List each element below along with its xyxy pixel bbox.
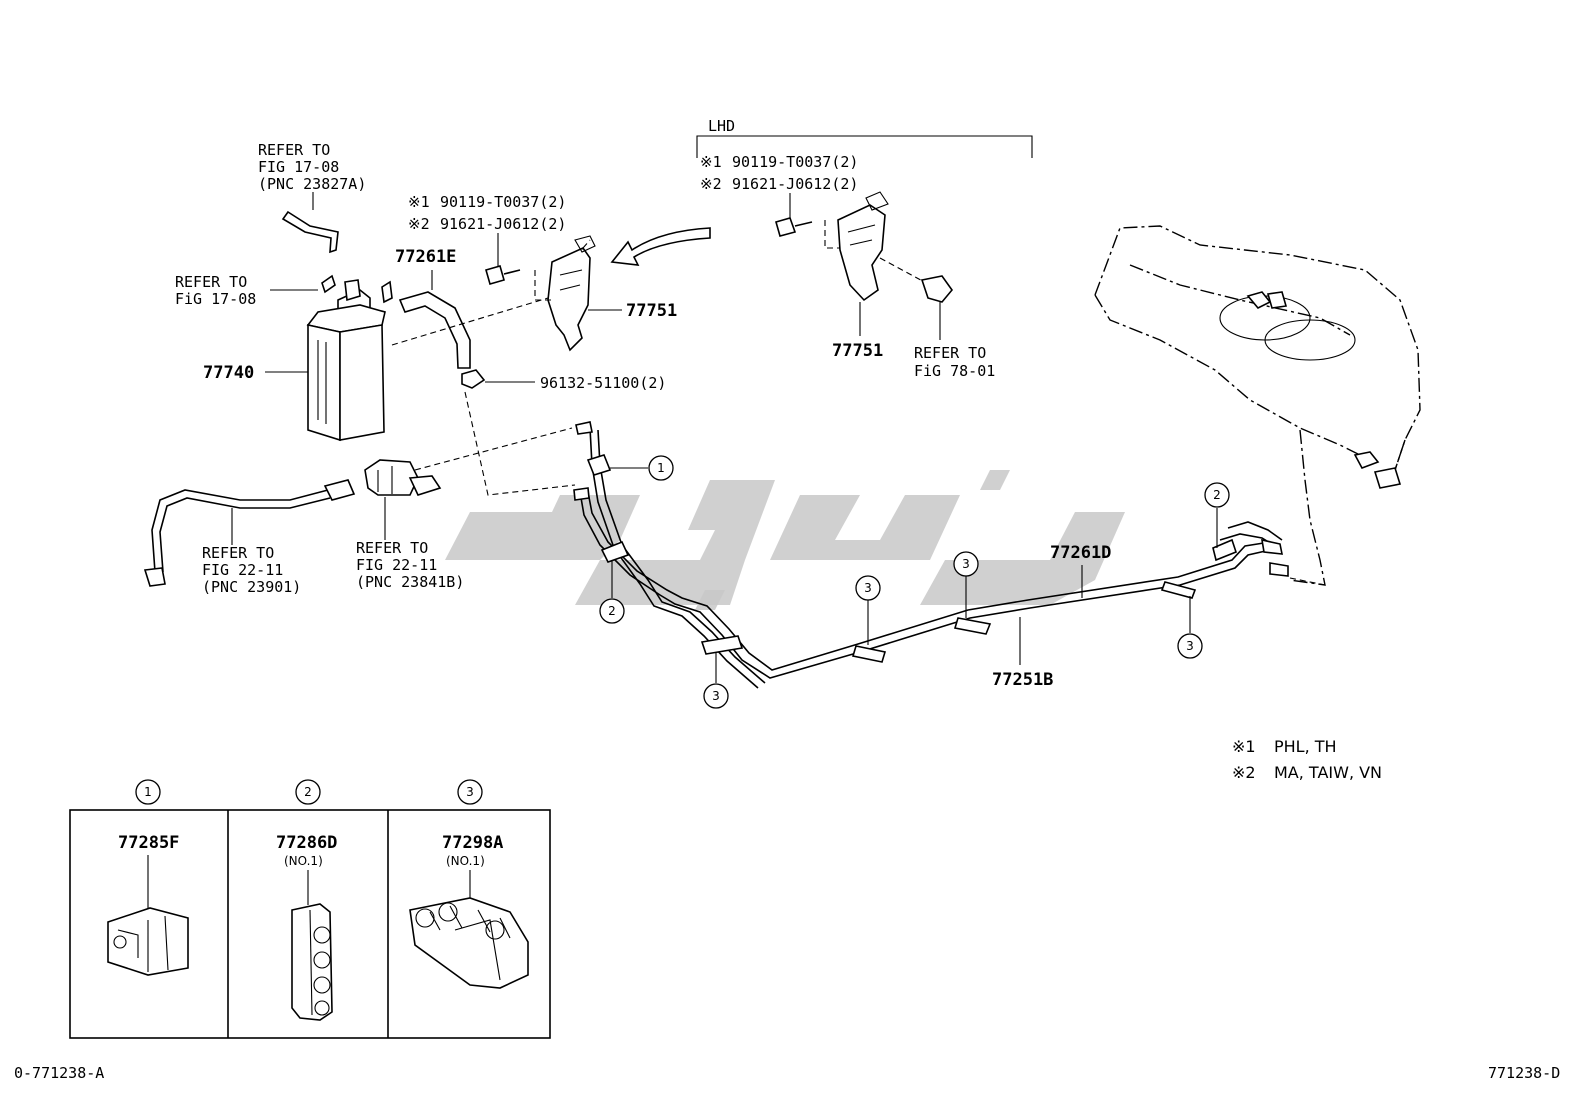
svg-text:FIG 17-08: FIG 17-08 — [258, 158, 339, 176]
svg-text:※2: ※2 — [408, 215, 430, 233]
part-number-canister: 77740 — [203, 363, 254, 383]
callout-2 — [1204, 482, 1230, 508]
legend-part-1: 77285F — [118, 833, 179, 853]
part-number-bracket-right: 77751 — [832, 341, 883, 361]
svg-text:FIG 22-11: FIG 22-11 — [356, 556, 437, 574]
svg-text:1: 1 — [657, 461, 665, 475]
svg-text:※1: ※1 — [1232, 737, 1256, 756]
push-clip — [920, 275, 954, 303]
bolt-right — [775, 217, 813, 237]
right-bolt-labels: ※1 90119-T0037(2) ※2 91621-J0612(2) — [700, 153, 858, 193]
callout-1 — [648, 455, 674, 481]
refer-hose-label: REFER TO FIG 17-08 (PNC 23827A) — [258, 141, 366, 193]
callout-2 — [599, 598, 625, 624]
hose-clamp — [461, 369, 486, 389]
svg-text:1: 1 — [144, 785, 152, 799]
svg-text:3: 3 — [712, 689, 720, 703]
svg-text:※1: ※1 — [408, 193, 430, 211]
legend-part-2: 77286D — [276, 833, 337, 853]
svg-text:REFER TO: REFER TO — [914, 344, 986, 362]
svg-text:90119-T0037(2): 90119-T0037(2) — [440, 193, 566, 211]
bolt-left — [485, 265, 521, 285]
refer-connector-label: REFER TO FiG 17-08 — [175, 273, 256, 308]
svg-text:FiG 78-01: FiG 78-01 — [914, 362, 995, 380]
svg-text:(PNC 23827A): (PNC 23827A) — [258, 175, 366, 193]
fuel-tank-outline — [1094, 225, 1421, 586]
notes: ※1 PHL, TH ※2 MA, TAIW, VN — [1232, 737, 1382, 782]
svg-text:2: 2 — [304, 785, 312, 799]
legend-part-3: 77298A — [442, 833, 503, 853]
svg-text:FIG 22-11: FIG 22-11 — [202, 561, 283, 579]
footer-code-left: 0-771238-A — [14, 1064, 104, 1082]
hose-holder — [364, 459, 442, 496]
clamp-legend: 1 2 3 77285F 77286D (NO.1) 77298A (NO.1) — [69, 779, 551, 1039]
arrow-icon — [610, 227, 711, 266]
svg-text:※2: ※2 — [1232, 763, 1256, 782]
footer-code-right: 771238-D — [1488, 1064, 1560, 1082]
svg-text:(NO.1): (NO.1) — [446, 854, 485, 868]
svg-text:2: 2 — [608, 604, 616, 618]
svg-text:3: 3 — [864, 581, 872, 595]
part-number-hose-e: 77261E — [395, 247, 456, 267]
vent-hose-bend — [281, 210, 339, 254]
svg-text:3: 3 — [466, 785, 474, 799]
callout-3 — [1177, 633, 1203, 659]
svg-text:REFER TO: REFER TO — [258, 141, 330, 159]
svg-text:(PNC 23841B): (PNC 23841B) — [356, 573, 464, 591]
dashed-guides — [391, 297, 1326, 586]
svg-text:REFER TO: REFER TO — [356, 539, 428, 557]
charcoal-canister — [306, 274, 393, 442]
lhd-group-bracket: LHD — [696, 117, 1033, 158]
svg-text:91621-J0612(2): 91621-J0612(2) — [440, 215, 566, 233]
refer-clip-label: REFER TO FiG 78-01 — [914, 344, 995, 380]
tube-callouts: 1 2 3 3 3 3 2 — [599, 455, 1230, 709]
fuel-hose-left — [143, 479, 356, 587]
svg-text:91621-J0612(2): 91621-J0612(2) — [732, 175, 858, 193]
refer-hose-2211-label: REFER TO FIG 22-11 (PNC 23901) — [202, 544, 301, 596]
svg-text:※1: ※1 — [700, 153, 722, 171]
refer-holder-2211-label: REFER TO FIG 22-11 (PNC 23841B) — [356, 539, 464, 591]
callout-3 — [855, 575, 881, 601]
svg-text:3: 3 — [962, 557, 970, 571]
svg-text:2: 2 — [1213, 488, 1221, 502]
svg-text:※2: ※2 — [700, 175, 722, 193]
svg-text:REFER TO: REFER TO — [202, 544, 274, 562]
bracket-left — [534, 235, 596, 352]
watermark-logo — [445, 470, 1125, 610]
part-number-tube-d: 77261D — [1050, 543, 1111, 563]
svg-text:90119-T0037(2): 90119-T0037(2) — [732, 153, 858, 171]
callout-3 — [703, 683, 729, 709]
svg-text:PHL, TH: PHL, TH — [1274, 737, 1337, 756]
svg-text:REFER TO: REFER TO — [175, 273, 247, 291]
part-number-tube-b: 77251B — [992, 670, 1053, 690]
svg-text:FiG 17-08: FiG 17-08 — [175, 290, 256, 308]
tube-clamps — [586, 454, 1237, 663]
fuel-tubes — [573, 421, 1289, 689]
part-number-clamp: 96132-51100(2) — [540, 374, 666, 392]
callout-3 — [953, 551, 979, 577]
svg-text:(NO.1): (NO.1) — [284, 854, 323, 868]
left-bolt-labels: ※1 90119-T0037(2) ※2 91621-J0612(2) — [408, 193, 566, 233]
hose-e — [398, 291, 471, 369]
part-number-bracket-left: 77751 — [626, 301, 677, 321]
bracket-right — [824, 191, 889, 302]
lhd-label: LHD — [708, 117, 735, 135]
svg-text:MA, TAIW, VN: MA, TAIW, VN — [1274, 763, 1382, 782]
svg-text:3: 3 — [1186, 639, 1194, 653]
svg-text:(PNC 23901): (PNC 23901) — [202, 578, 301, 596]
